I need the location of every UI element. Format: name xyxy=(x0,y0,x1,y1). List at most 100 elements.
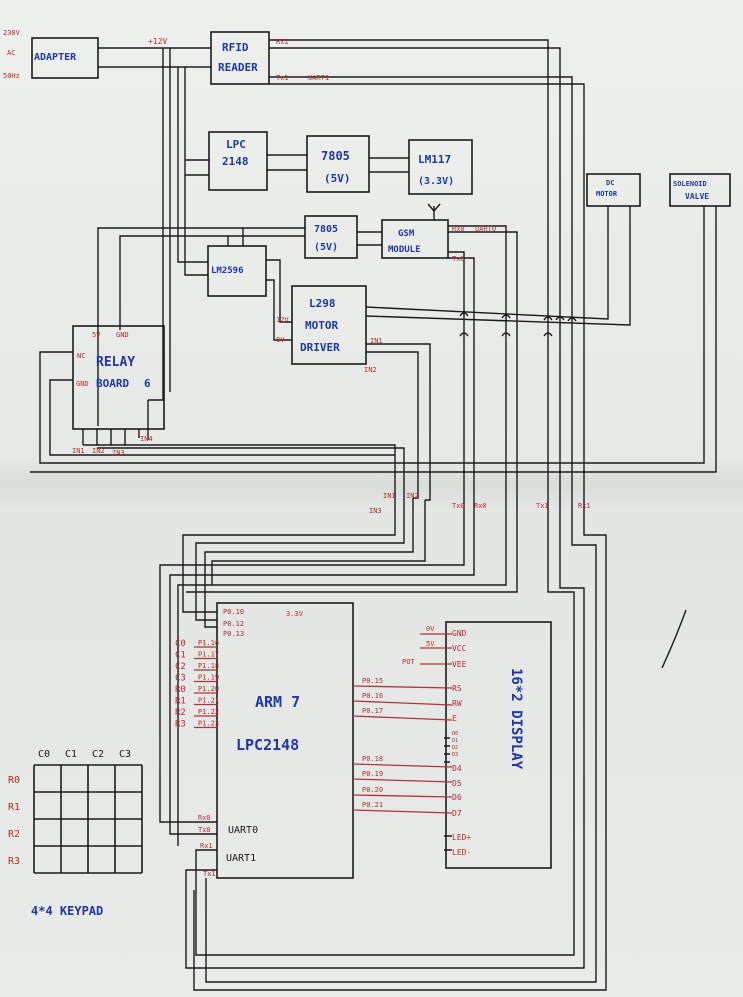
arm-left-pin-label: P1.23 xyxy=(198,720,219,728)
label-uart1: UART1 xyxy=(308,74,329,82)
wire-relay-5v xyxy=(97,227,305,426)
relay-board-block xyxy=(72,325,165,430)
label-bus-tx1: Tx1 xyxy=(536,502,549,510)
arm-left-pin-label: P1.22 xyxy=(198,708,219,716)
label-bus-in3: IN3 xyxy=(369,507,382,515)
wire-relay-in xyxy=(83,444,396,500)
label-bus-in1: IN1 xyxy=(383,492,396,500)
wire-in4-arm xyxy=(211,500,426,585)
l298-label-1: L298 xyxy=(309,297,336,310)
label-relay-gnd: GND xyxy=(116,331,129,339)
regulator-7805-block xyxy=(306,135,370,193)
keypad-col-label: C1 xyxy=(65,749,77,760)
lcd-unused-pins xyxy=(444,737,450,763)
label-relay-in1: IN1 xyxy=(72,447,85,455)
wire-lm2596-l298-a xyxy=(266,259,292,323)
arm-right-pin-label: P0.17 xyxy=(362,707,383,715)
arm-left-pin-label: P1.18 xyxy=(198,662,219,670)
solenoid-label-1: SOLENOID xyxy=(673,180,707,188)
arm-left-signal-label: C1 xyxy=(175,651,186,661)
wire-l298-in1 xyxy=(366,343,431,501)
arm-lcd-wire xyxy=(352,794,453,798)
lm2596-label: LM2596 xyxy=(211,266,244,276)
l298-label-3: DRIVER xyxy=(300,341,340,354)
keypad-col-label: C0 xyxy=(38,749,50,760)
keypad-row-label: R0 xyxy=(8,775,20,786)
arm-left-signal-label: C3 xyxy=(175,674,186,684)
lcd-pin-label: RW xyxy=(452,699,462,708)
lpc2148-label: LPC2148 xyxy=(236,736,299,754)
arm-right-pin-label: P0.19 xyxy=(362,770,383,778)
label-p012: P0.12 xyxy=(223,620,244,628)
arm-left-pin-labels: P1.16C0P1.17C1P1.18C2P1.19C3P1.20R0P1.21… xyxy=(175,639,219,730)
arm-lcd-wire xyxy=(352,763,453,768)
wire-tx0b-arm xyxy=(169,500,475,835)
lcd-pin-label: LED- xyxy=(452,848,471,857)
lcd-pin-label: D6 xyxy=(452,793,462,802)
pen-mark xyxy=(661,609,687,669)
wire-solenoid-b xyxy=(30,206,717,473)
arm-lcd-wire xyxy=(352,700,453,706)
lcd-power-stubs xyxy=(420,633,452,665)
lcd-pin-label: D0 xyxy=(452,731,458,737)
relay-label-1: RELAY xyxy=(96,355,135,370)
lm117-block xyxy=(408,139,473,195)
keypad-col-label: C3 xyxy=(119,749,131,760)
label-gsm-tx0: Tx0 xyxy=(452,255,465,263)
relay-label-6: 6 xyxy=(144,377,151,390)
label-bus-rx0: Rx0 xyxy=(474,502,487,510)
lcd-pin-label: E xyxy=(452,714,457,723)
label-3v3: 3.3V xyxy=(286,610,304,618)
label-bus-tx0: Tx0 xyxy=(452,502,465,510)
label-ac: AC xyxy=(7,49,15,57)
label-p010: P0.10 xyxy=(223,608,244,616)
arm-lcd-wire xyxy=(352,778,453,783)
rail-gnd xyxy=(177,67,208,263)
wire-tx1b-arm xyxy=(185,500,585,969)
wire-gsm-tx0b xyxy=(448,257,475,500)
arm7-block xyxy=(216,602,354,879)
lcd-pin-label: D1 xyxy=(452,738,458,744)
wire-arm-p0 xyxy=(182,570,217,628)
lpc-label-1: LPC xyxy=(226,138,246,151)
arm-left-signal-label: R3 xyxy=(175,720,186,730)
antenna-icon xyxy=(427,203,441,220)
wire-rx1-arm xyxy=(205,500,597,983)
gsm-label-2: MODULE xyxy=(388,245,421,255)
lcd-pin-label: GND xyxy=(452,629,467,638)
lpc-label-2: 2148 xyxy=(222,155,249,168)
lcd-led-stubs xyxy=(444,835,452,851)
keypad-row-label: R3 xyxy=(8,856,20,867)
lcd-pin-label: LED+ xyxy=(452,833,471,842)
arm-left-signal-label: C0 xyxy=(175,639,186,649)
arm-left-pin-label: P1.19 xyxy=(198,674,219,682)
wire-rx1b-arm xyxy=(193,500,607,991)
lcd-display-block xyxy=(445,621,552,869)
lcd-pin-label: VCC xyxy=(452,644,467,653)
label-relay-in4: IN4 xyxy=(140,435,153,443)
lcd-pin-label: D5 xyxy=(452,779,462,788)
reg7805a-label-2: (5V) xyxy=(324,172,351,185)
lcd-pin-label: VEE xyxy=(452,660,467,669)
arm-left-pin-label: P1.16 xyxy=(198,639,219,647)
label-l298-in1: IN1 xyxy=(370,337,383,345)
label-relay-5v: 5V xyxy=(92,331,101,339)
dc-motor-label-2: MOTOR xyxy=(596,190,618,198)
arm-left-signal-label: R2 xyxy=(175,708,186,718)
wire-in1-arm xyxy=(204,498,414,578)
wire-rfid-rx1b xyxy=(269,47,561,500)
label-0v: 0V xyxy=(276,336,285,344)
label-relay-gnd2: GND xyxy=(76,380,89,388)
wire-l298-motor-b xyxy=(365,206,631,326)
arm-left-signal-label: R0 xyxy=(175,685,186,695)
label-lcd-5v: 5V xyxy=(426,640,435,648)
reg7805b-label-1: 7805 xyxy=(314,224,338,235)
label-arm-tx0: Tx0 xyxy=(198,826,211,834)
wire-rx0b-arm xyxy=(186,500,518,593)
label-relay-in3: IN3 xyxy=(112,449,125,457)
arm-left-pin-label: P1.17 xyxy=(198,651,219,659)
label-230v: 230V xyxy=(3,29,21,37)
